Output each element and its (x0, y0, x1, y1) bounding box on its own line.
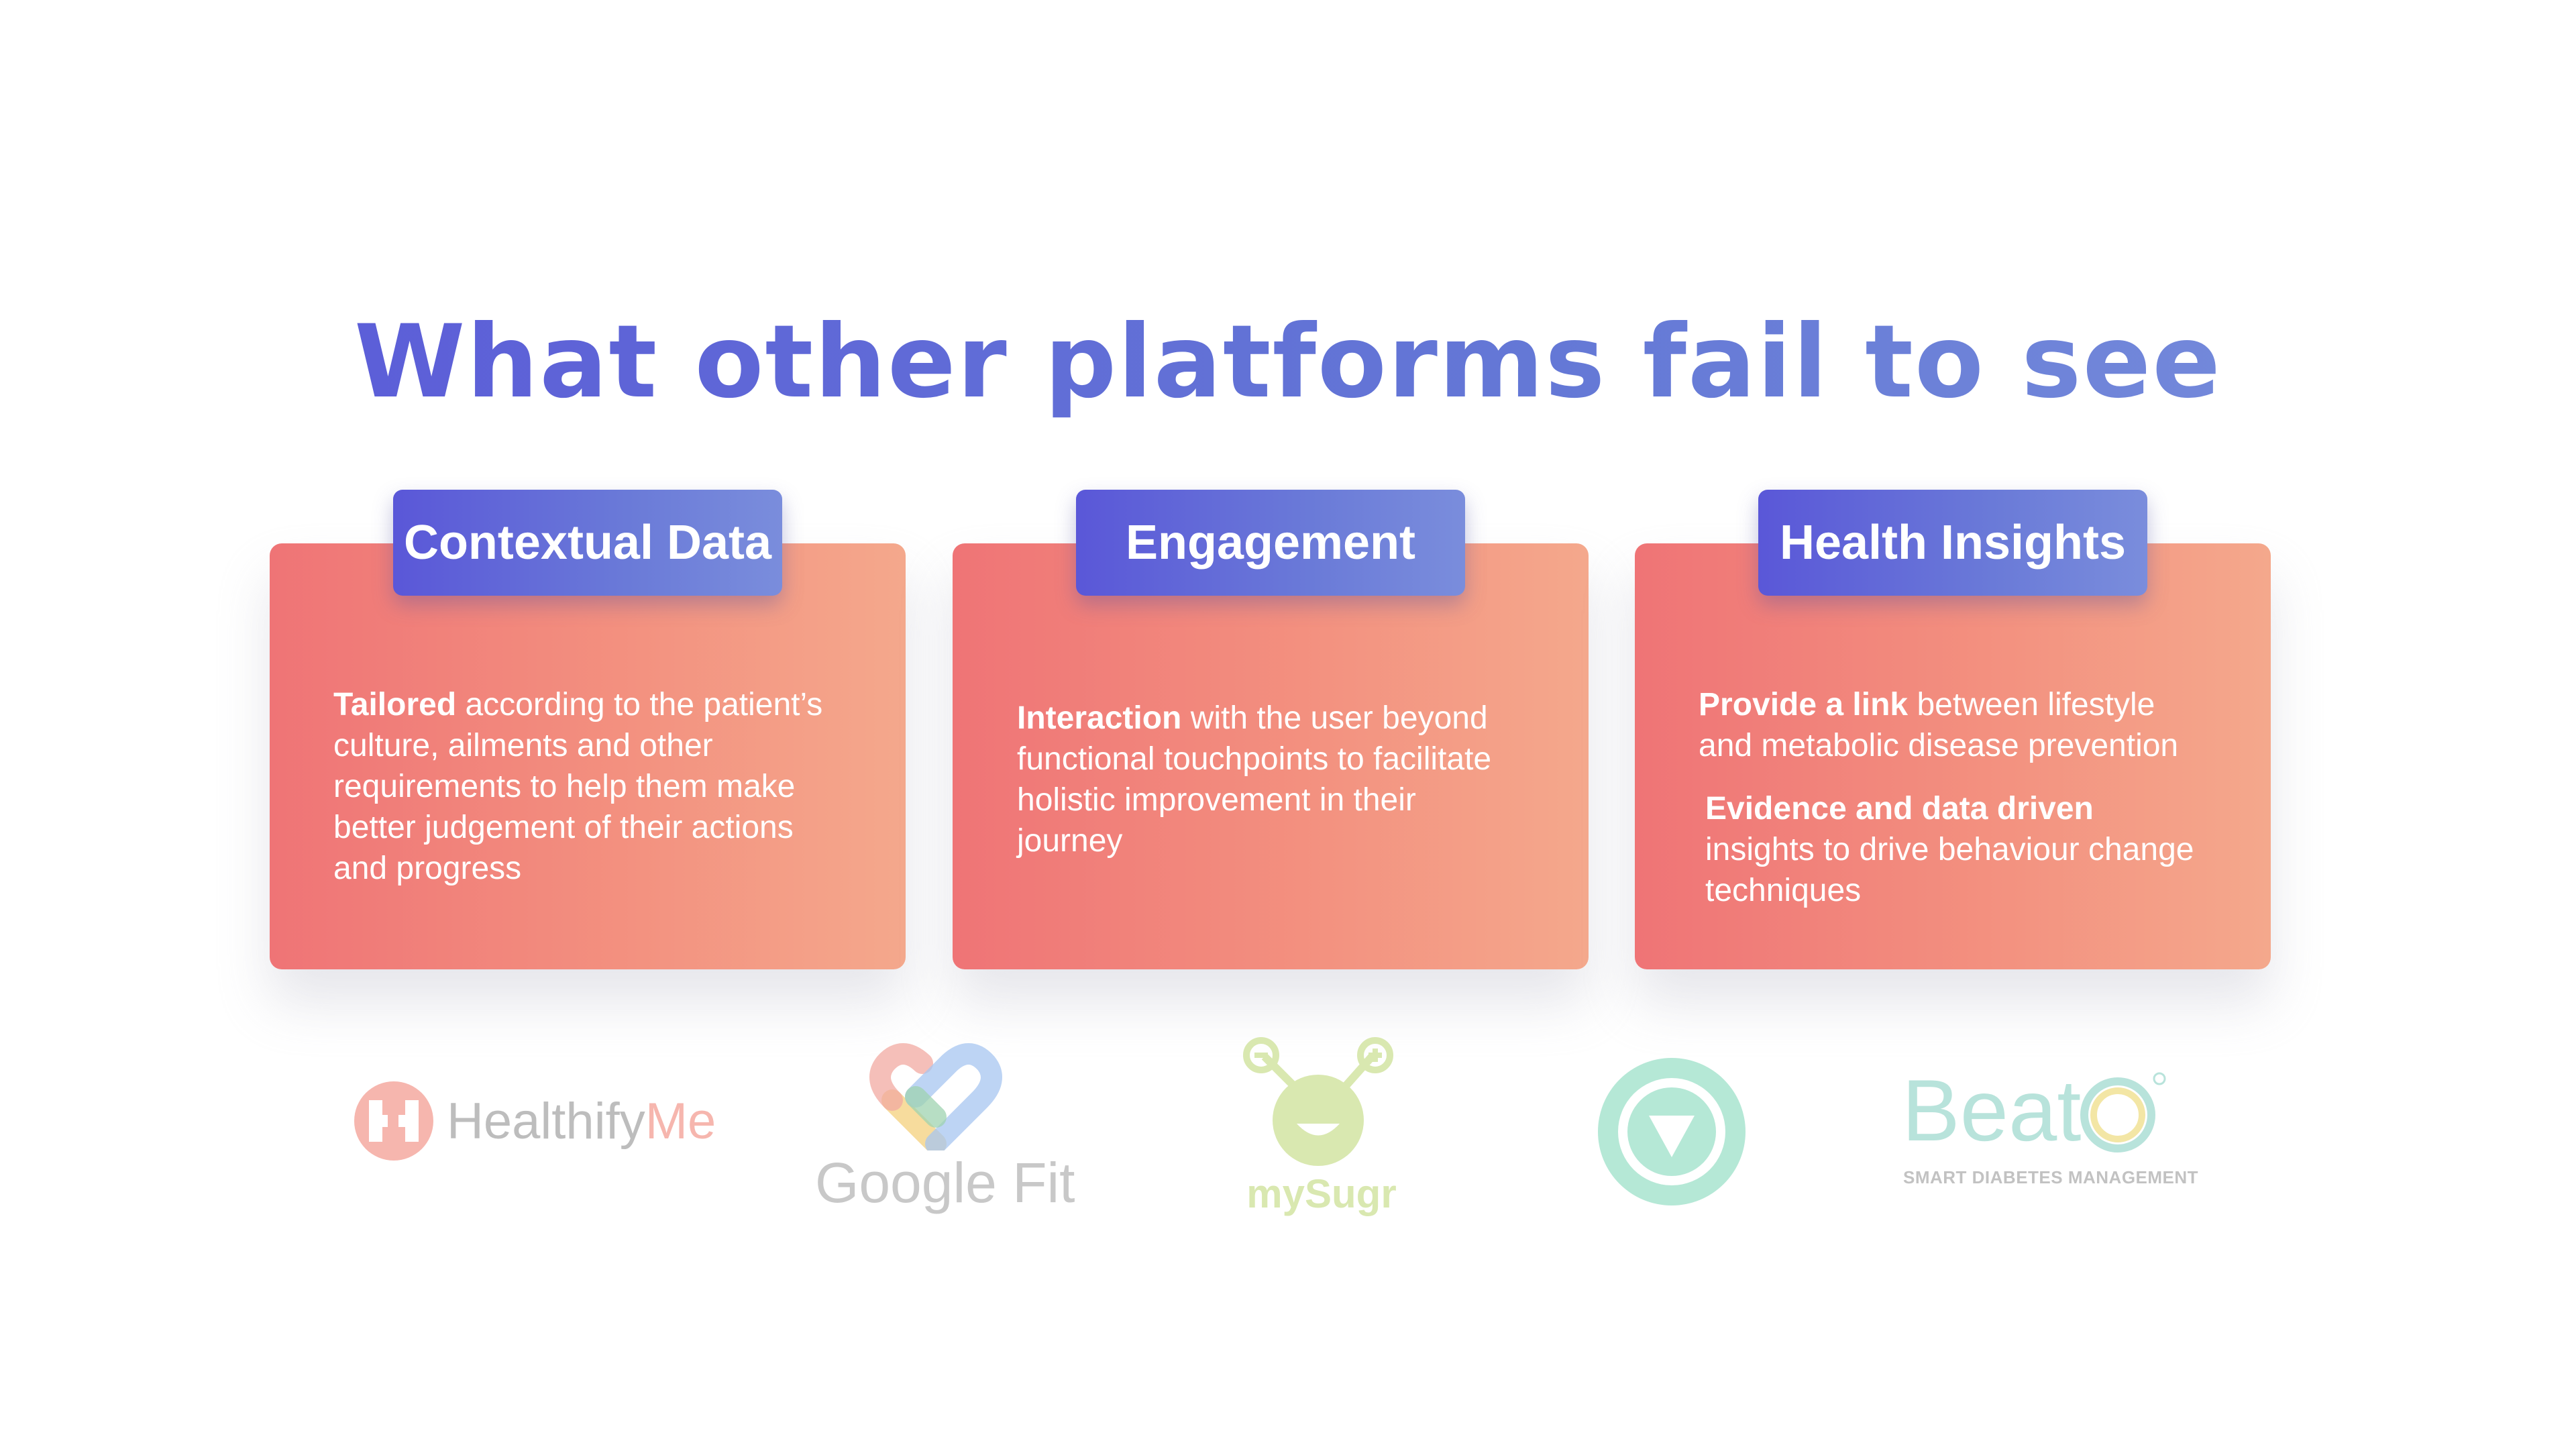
card-text: according to the patient’s culture, ailm… (333, 687, 823, 886)
healthifyme-logo: HealthifyMe (354, 1080, 716, 1167)
card-body-text: Provide a link between lifestyle and met… (1699, 684, 2210, 766)
healthifyme-word-1: Healthify (447, 1093, 645, 1150)
card-tab-health-insights: Health Insights (1758, 490, 2147, 596)
page-title: What other platforms fail to see (0, 302, 2576, 423)
mysugr-wordmark: mySugr (1246, 1171, 1397, 1216)
healthifyme-logo-icon (354, 1081, 433, 1161)
card-body-text: Interaction with the user beyond functio… (1017, 698, 1528, 861)
triangle-badge-icon (1598, 1058, 1746, 1205)
card-engagement: Engagement Interaction with the user bey… (953, 490, 1589, 969)
card-text-bold: Provide a link (1699, 687, 1909, 722)
card-body-text: Tailored according to the patient’s cult… (333, 684, 845, 889)
card-tab-contextual-data: Contextual Data (393, 490, 782, 596)
google-fit-wordmark: Google Fit (815, 1151, 1075, 1214)
beato-ring-icon (2080, 1072, 2166, 1152)
mysugr-logo: mySugr (1238, 1036, 1412, 1224)
beato-logo: Beat SMART DIABETES MANAGEMENT (1902, 1061, 2198, 1187)
card-body-text: Evidence and data driven insights to dri… (1705, 788, 2210, 911)
card-text: with the user beyond functional touchpoi… (1017, 700, 1492, 859)
card-text-bold: Tailored (333, 687, 457, 722)
card-tab-engagement: Engagement (1076, 490, 1465, 596)
google-fit-heart-icon (869, 1043, 1002, 1150)
badge-logo (1597, 1057, 1748, 1208)
card-text-bold: Interaction (1017, 700, 1182, 736)
card-text: insights to drive behaviour change techn… (1705, 832, 2194, 908)
beato-wordmark: Beat (1902, 1061, 2082, 1159)
mysugr-monster-icon (1243, 1037, 1393, 1166)
healthifyme-word-2: Me (645, 1093, 716, 1150)
google-fit-logo: Google Fit (815, 1036, 1075, 1218)
card-health-insights: Health Insights Provide a link between l… (1635, 490, 2271, 969)
card-contextual-data: Contextual Data Tailored according to th… (270, 490, 906, 969)
card-text-bold: Evidence and data driven (1705, 791, 2094, 826)
beato-tagline: SMART DIABETES MANAGEMENT (1903, 1167, 2199, 1187)
card-text: between lifestyle and metabolic disease … (1699, 687, 2179, 763)
healthifyme-wordmark: HealthifyMe (447, 1092, 716, 1150)
